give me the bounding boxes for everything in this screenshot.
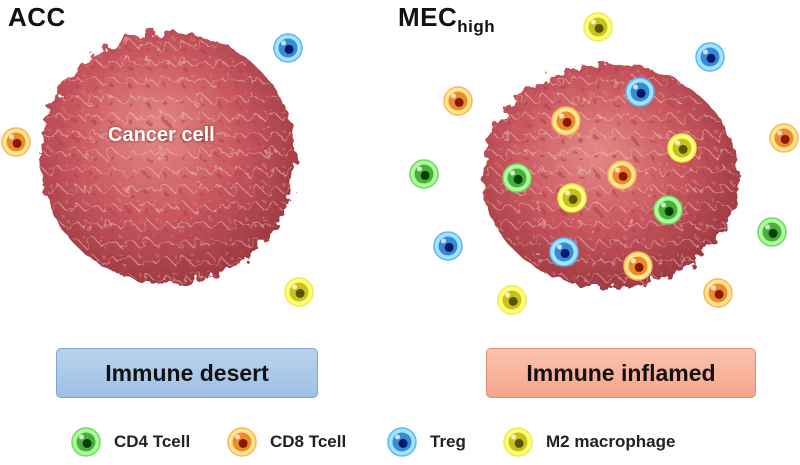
acc-title: ACC — [8, 2, 66, 32]
treg-cell-icon — [387, 427, 417, 457]
cancer-cell-label: Cancer cell — [108, 124, 215, 146]
legend-m2: M2 macrophage — [502, 426, 675, 458]
cd4-cell-15 — [757, 217, 787, 247]
mec-title: MEChigh — [398, 2, 495, 37]
legend-treg-label: Treg — [430, 432, 466, 451]
treg-cell-0 — [273, 33, 303, 63]
cd8-cell-7 — [551, 106, 581, 136]
immune-inflamed-box: Immune inflamed — [486, 348, 756, 398]
legend-cd8: CD8 Tcell — [226, 426, 346, 458]
cd4-legend-cell — [71, 427, 101, 457]
m2-cell-19 — [497, 285, 527, 315]
legend-cd4: CD4 Tcell — [70, 426, 190, 458]
m2-cell-3 — [583, 12, 613, 42]
m2-cell-13 — [557, 183, 587, 213]
acc-tumor — [40, 32, 296, 284]
mec-title-sub: high — [457, 17, 496, 36]
cd8-cell-icon — [227, 427, 257, 457]
m2-cell-8 — [667, 133, 697, 163]
mec-title-main: MEC — [398, 2, 458, 32]
treg-cell-16 — [433, 231, 463, 261]
treg-cell-17 — [549, 237, 579, 267]
m2-legend-cell — [503, 427, 533, 457]
cd4-cell-11 — [502, 163, 532, 193]
cd4-cell-14 — [653, 195, 683, 225]
treg-cell-4 — [695, 42, 725, 72]
cd8-cell-20 — [703, 278, 733, 308]
cd8-legend-cell — [227, 427, 257, 457]
cd8-cell-9 — [769, 123, 799, 153]
treg-cell-6 — [625, 77, 655, 107]
legend-m2-label: M2 macrophage — [546, 432, 676, 451]
cd8-cell-12 — [607, 160, 637, 190]
immune-desert-box: Immune desert — [56, 348, 318, 398]
cd8-cell-1 — [1, 127, 31, 157]
treg-legend-cell — [387, 427, 417, 457]
cd4-cell-10 — [409, 159, 439, 189]
m2-cell-icon — [503, 427, 533, 457]
m2-cell-2 — [284, 277, 314, 307]
legend-cd4-label: CD4 Tcell — [114, 432, 191, 451]
legend-cd8-label: CD8 Tcell — [270, 432, 347, 451]
cd4-cell-icon — [71, 427, 101, 457]
cd8-cell-5 — [443, 86, 473, 116]
cd8-cell-18 — [623, 251, 653, 281]
legend-treg: Treg — [386, 426, 466, 458]
